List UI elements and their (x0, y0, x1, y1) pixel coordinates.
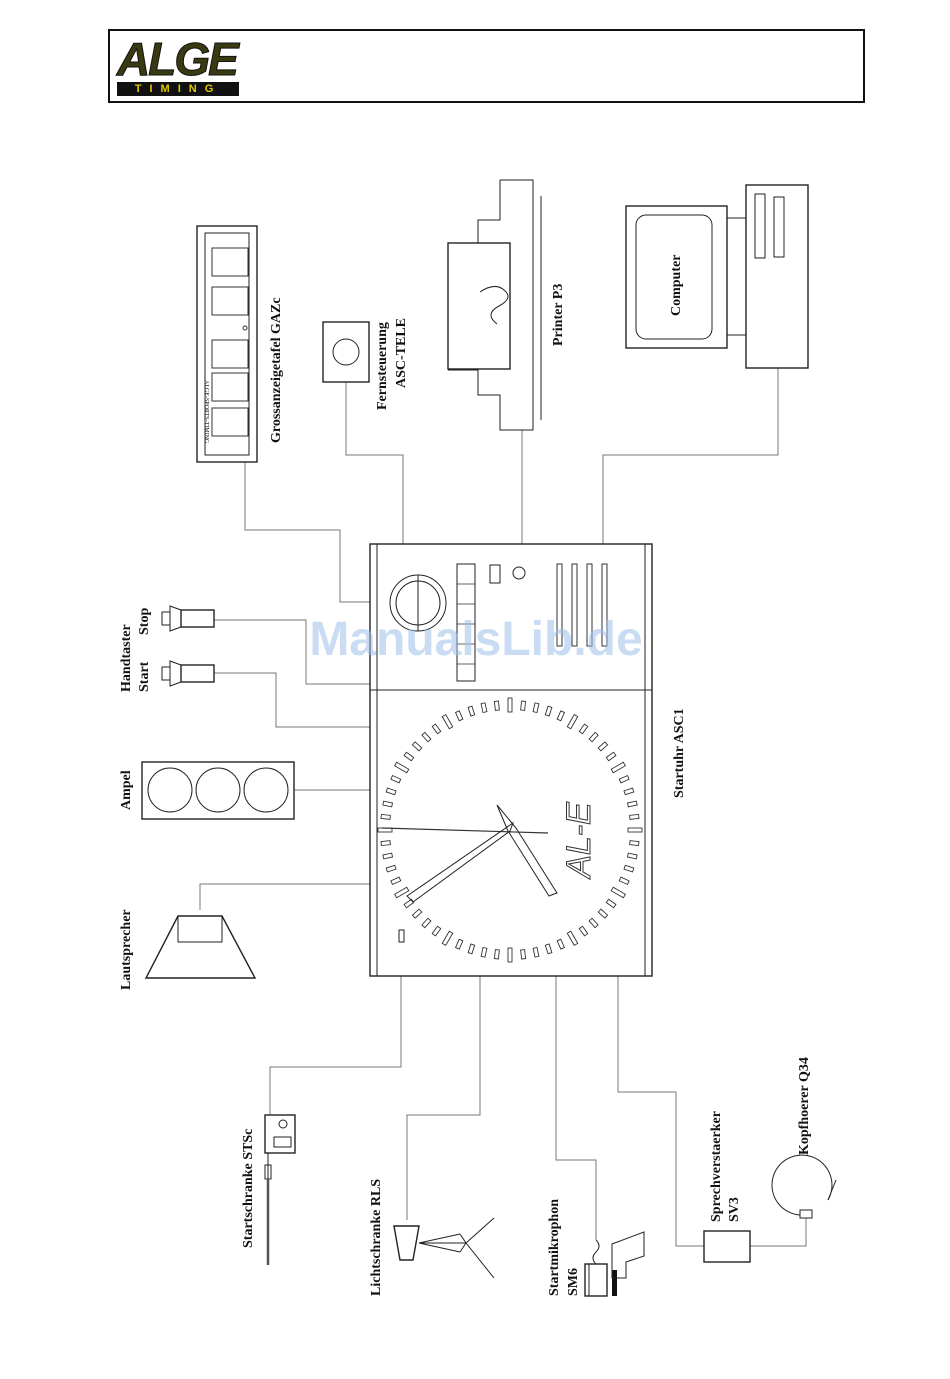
handtaster-stop-device (162, 606, 214, 631)
line-gazc (245, 461, 372, 602)
line-lautsprecher (200, 884, 372, 910)
startuhr-logo-text: AL-E (560, 802, 598, 880)
label-sm6: SM6 (566, 1268, 581, 1296)
kopfhoerer-device (772, 1155, 836, 1218)
label-handtaster-stop: Stop (137, 608, 152, 635)
ampel-traffic-light (142, 762, 294, 819)
label-ampel: Ampel (119, 770, 134, 810)
startmikrophon-device (585, 1232, 644, 1296)
asc-tele-remote (323, 322, 369, 382)
label-sprechverstaerker-2: SV3 (727, 1197, 742, 1222)
line-computer (603, 368, 778, 545)
lichtschranke-device (394, 1218, 494, 1278)
printer-p3 (448, 180, 541, 430)
sprechverstaerker-device (704, 1231, 750, 1262)
label-startmikrophon: Startmikrophon (547, 1199, 562, 1296)
watermark: ManualsLib.de (309, 613, 642, 666)
label-startuhr: Startuhr ASC1 (672, 708, 687, 798)
line-handtaster-start (214, 673, 372, 727)
line-sprechverstaerker (618, 975, 704, 1246)
computer (626, 185, 808, 368)
label-computer: Computer (669, 255, 684, 316)
line-startmikrophon (556, 975, 596, 1240)
line-kopfhoerer (750, 1218, 806, 1246)
label-asc-tele-2: ASC-TELE (394, 318, 409, 388)
label-printer: Printer P3 (551, 284, 566, 346)
label-lautsprecher: Lautsprecher (119, 909, 134, 990)
label-kopfhoerer: Kopfhoerer Q34 (797, 1057, 812, 1155)
label-lichtschranke: Lichtschranke RLS (369, 1179, 384, 1296)
label-gazc-brand: ALGE-SPORTS-TIMING (203, 380, 209, 444)
label-sprechverstaerker-1: Sprechverstaerker (709, 1111, 724, 1222)
line-lichtschranke (407, 975, 480, 1220)
startuhr-asc1: AL-E (370, 544, 652, 976)
label-asc-tele-1: Fernsteuerung (375, 322, 390, 410)
startschranke-device (265, 1115, 295, 1265)
handtaster-start-device (162, 661, 214, 686)
line-startschranke (270, 975, 401, 1115)
label-handtaster-start: Start (137, 661, 152, 692)
lautsprecher-speaker (146, 916, 255, 978)
label-gazc: Grossanzeigetafel GAZc (269, 297, 284, 443)
label-handtaster: Handtaster (119, 624, 134, 692)
label-startschranke: Startschranke STSc (241, 1129, 256, 1248)
